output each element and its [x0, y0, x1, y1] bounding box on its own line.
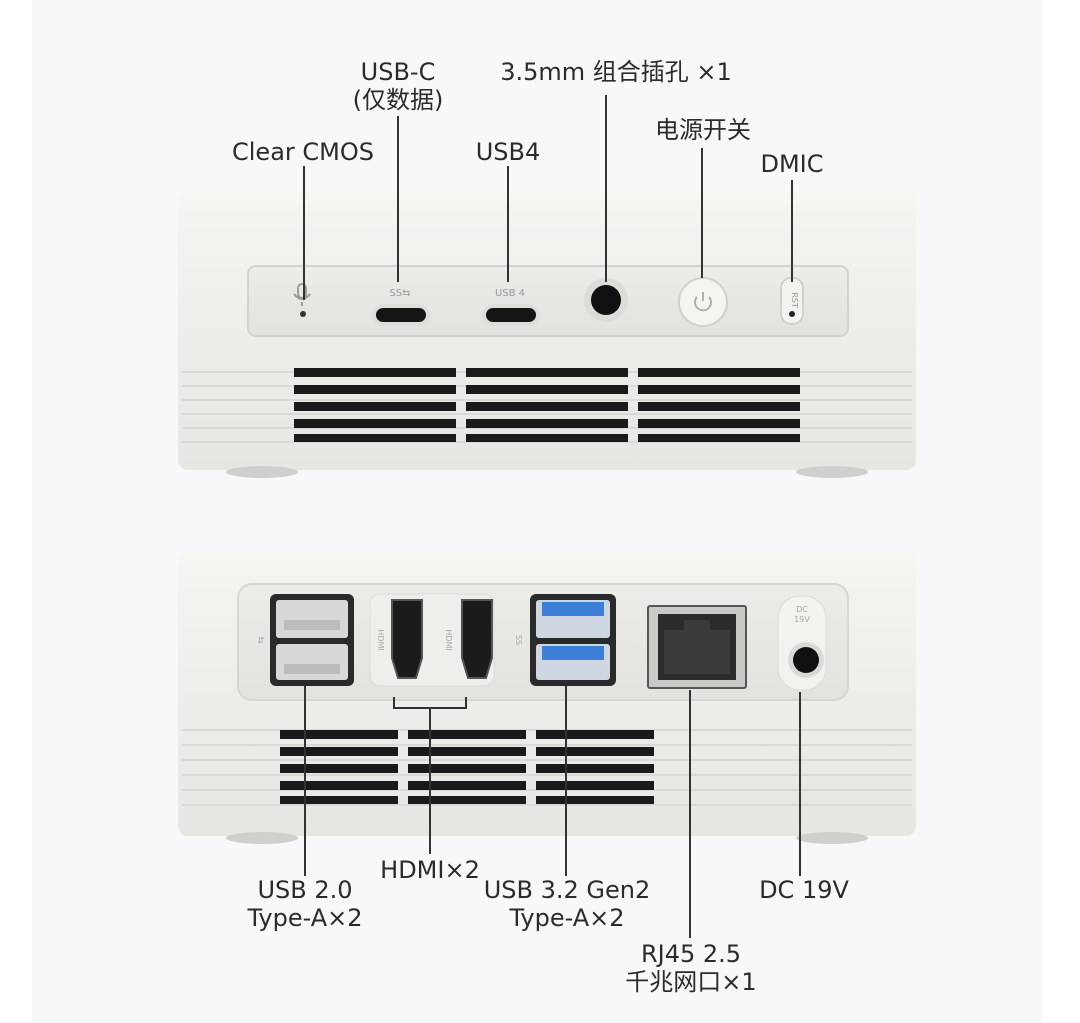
- dmic-hole[interactable]: [789, 311, 795, 317]
- front-foot-right: [796, 466, 868, 478]
- front-vents: [294, 368, 800, 442]
- rst-mark: RST: [790, 292, 799, 308]
- usb2-mark: ⇆: [255, 636, 265, 644]
- rear-device: ⇆ HDMI HDMI SS DC: [178, 554, 916, 844]
- label-power-switch: 电源开关: [655, 116, 751, 144]
- label-dc: DC 19V: [759, 876, 849, 904]
- dc-mark-1: DC: [796, 605, 808, 614]
- ss-mark: SS: [514, 635, 523, 645]
- usb-c-mark: SS⇆: [389, 288, 410, 299]
- hdmi-mark-1: HDMI: [376, 629, 385, 650]
- hdmi-mark-2: HDMI: [444, 629, 453, 650]
- rear-foot-left: [226, 832, 298, 844]
- front-leader-lines: [303, 95, 793, 300]
- front-device: SS⇆ USB 4 RST: [178, 192, 916, 478]
- usb4-port[interactable]: [486, 308, 536, 322]
- rear-vents: [280, 730, 654, 804]
- usb4-mark: USB 4: [495, 288, 525, 299]
- rear-leader-lines: [304, 686, 801, 938]
- label-audio-jack: 3.5mm 组合插孔 ×1: [500, 58, 732, 86]
- audio-jack-port[interactable]: [591, 285, 621, 315]
- background-panel: [32, 0, 1042, 1023]
- dc-port[interactable]: [793, 647, 819, 673]
- label-rj45: RJ45 2.5 千兆网口×1: [625, 940, 757, 996]
- hdmi-port-2[interactable]: [461, 599, 493, 679]
- usb2-port-bottom[interactable]: [276, 644, 348, 680]
- hdmi-port-1[interactable]: [391, 599, 423, 679]
- front-port-plate: [247, 265, 849, 337]
- dc-mark-2: 19V: [794, 615, 810, 624]
- label-dmic: DMIC: [760, 150, 824, 178]
- usb-c-port[interactable]: [376, 308, 426, 322]
- label-usb2: USB 2.0 Type-A×2: [247, 876, 363, 932]
- label-usb32: USB 3.2 Gen2 Type-A×2: [483, 876, 651, 932]
- label-hdmi: HDMI×2: [380, 856, 480, 884]
- usb2-port-top[interactable]: [276, 600, 348, 638]
- clear-cmos-hole[interactable]: [300, 311, 306, 317]
- power-icon: [694, 292, 712, 312]
- front-foot-left: [226, 466, 298, 478]
- power-button[interactable]: [678, 277, 728, 327]
- label-usb-c: USB-C (仅数据): [352, 58, 444, 114]
- label-clear-cmos: Clear CMOS: [232, 138, 374, 166]
- mic-icon: [293, 283, 311, 306]
- rear-foot-right: [796, 832, 868, 844]
- label-usb4: USB4: [475, 138, 541, 166]
